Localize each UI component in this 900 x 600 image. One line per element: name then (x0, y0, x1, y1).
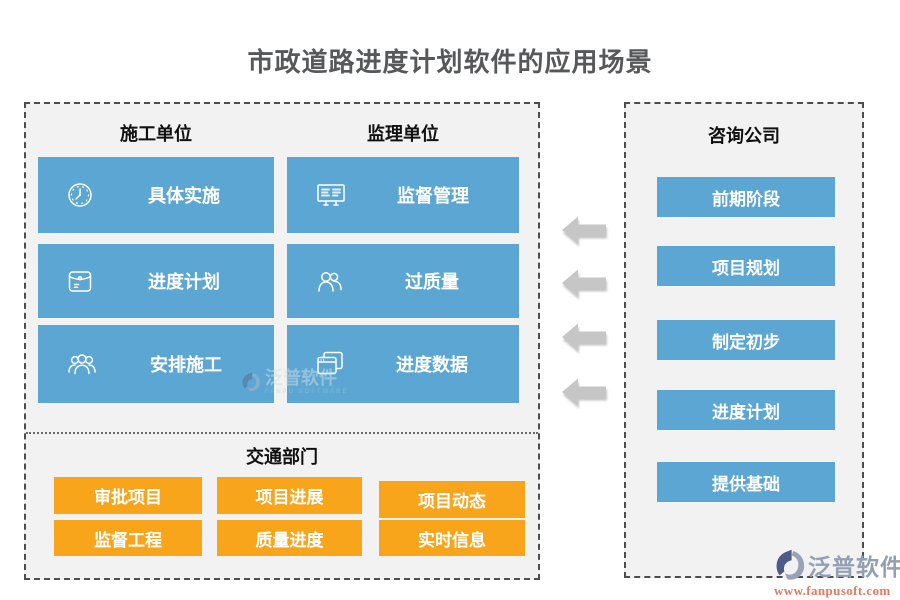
construction-box-implementation: 具体实施 (38, 157, 274, 233)
consulting-box-planning: 项目规划 (657, 246, 835, 286)
traffic-box-approve: 审批项目 (54, 477, 202, 514)
box-label: 进度计划 (148, 272, 220, 292)
supervision-header: 监理单位 (367, 124, 439, 144)
brand-name: 泛普软件 (808, 554, 900, 580)
construction-box-schedule: 进度计划 (38, 244, 274, 318)
notice-board-icon (315, 182, 347, 209)
clock-icon (66, 181, 94, 209)
supervision-box-data: 进度数据 (287, 325, 519, 403)
traffic-box-progress: 项目进展 (217, 477, 362, 514)
left-arrow-icon (562, 269, 606, 297)
left-arrow-icon (562, 323, 606, 351)
supervision-box-quality: 过质量 (287, 244, 519, 318)
traffic-box-quality: 质量进度 (217, 520, 362, 556)
consulting-box-foundation: 提供基础 (657, 462, 835, 502)
brand-logo: 泛普软件 www.fanpusoft.com (774, 548, 900, 599)
box-label: 进度数据 (396, 355, 468, 375)
consulting-panel: 咨询公司 前期阶段 项目规划 制定初步 进度计划 提供基础 (624, 102, 864, 578)
fanpu-logo-icon (774, 548, 806, 582)
page-title: 市政道路进度计划软件的应用场景 (247, 47, 653, 77)
left-arrow-icon (562, 216, 606, 244)
left-panel: 施工单位 监理单位 具体实施 进度计划 (24, 102, 540, 580)
envelope-icon (66, 267, 94, 295)
traffic-box-realtime: 实时信息 (379, 520, 525, 556)
brand-website: www.fanpusoft.com (774, 583, 891, 598)
consulting-box-schedule: 进度计划 (657, 390, 835, 430)
left-arrow-icon (562, 378, 606, 406)
box-label: 过质量 (405, 272, 459, 292)
people-group-icon (66, 351, 98, 377)
two-people-icon (315, 269, 345, 294)
supervision-box-manage: 监督管理 (287, 157, 519, 233)
traffic-divider (26, 432, 538, 434)
traffic-box-dynamics: 项目动态 (379, 481, 525, 518)
consulting-header: 咨询公司 (708, 126, 780, 146)
box-label: 监督管理 (397, 186, 469, 206)
consulting-box-early-stage: 前期阶段 (657, 177, 835, 217)
box-label: 具体实施 (148, 186, 220, 206)
consulting-box-draft: 制定初步 (657, 320, 835, 360)
construction-header: 施工单位 (120, 124, 192, 144)
box-label: 安排施工 (150, 355, 222, 375)
traffic-box-supervise: 监督工程 (54, 520, 202, 556)
construction-box-arrange: 安排施工 (38, 325, 274, 403)
stacked-windows-icon (315, 350, 345, 378)
traffic-header: 交通部门 (246, 447, 318, 467)
